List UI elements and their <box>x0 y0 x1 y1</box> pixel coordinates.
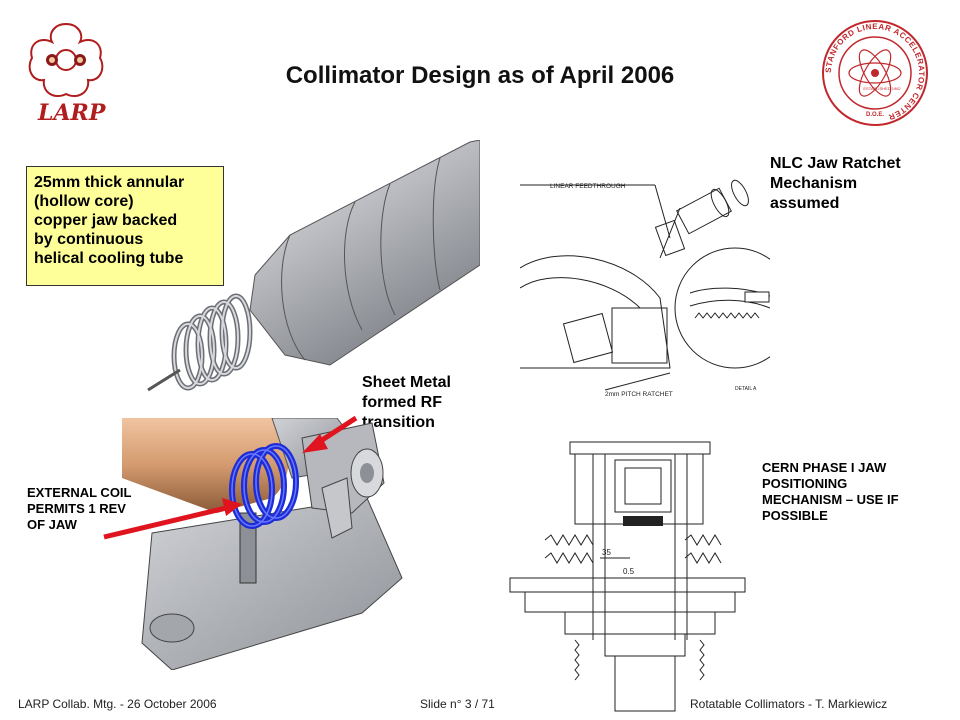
sheet-metal-line: formed RF <box>362 394 442 411</box>
cern-label-line: POSITIONING <box>762 476 848 491</box>
linear-feedthrough-label: LINEAR FEEDTHROUGH <box>550 183 626 190</box>
jaw-description-callout: 25mm thick annular (hollow core) copper … <box>26 166 224 286</box>
callout-line: (hollow core) <box>34 193 134 210</box>
external-coil-render <box>122 417 412 671</box>
slide-title: Collimator Design as of April 2006 <box>285 62 675 89</box>
nlc-label-line: Mechanism <box>770 175 858 192</box>
footer-right: Rotatable Collimators - T. Markiewicz <box>690 697 888 711</box>
external-coil-line: EXTERNAL COIL <box>27 485 132 500</box>
nlc-ratchet-drawing: LINEAR FEEDTHROUGH 2mm PITCH RATCHET DET… <box>519 168 796 403</box>
nlc-ratchet-label: NLC Jaw Ratchet Mechanism assumed <box>770 154 901 214</box>
callout-line: by continuous <box>34 231 144 248</box>
sheet-metal-line: Sheet Metal <box>362 374 451 391</box>
slac-logo: STANFORD LINEAR ACCELERATOR CENTER D.O.E… <box>820 18 930 133</box>
callout-line: copper jaw backed <box>34 212 178 229</box>
external-coil-line: PERMITS 1 REV <box>27 501 126 516</box>
callout-line: 25mm thick annular <box>34 174 185 191</box>
larp-logo-text: LARP <box>38 100 106 126</box>
dim-05-label: 0.5 <box>623 567 635 576</box>
nlc-label-line: NLC Jaw Ratchet <box>770 155 901 172</box>
larp-logo-icon <box>28 22 104 98</box>
slac-established-text: ESTABLISHED 1962 <box>863 86 901 91</box>
cern-label-line: MECHANISM – USE IF <box>762 492 899 507</box>
pitch-ratchet-label: 2mm PITCH RATCHET <box>605 391 673 398</box>
footer-left: LARP Collab. Mtg. - 26 October 2006 <box>18 697 217 711</box>
slac-doe-text: D.O.E. <box>866 112 884 118</box>
nlc-label-line: assumed <box>770 195 840 212</box>
footer-center: Slide n° 3 / 71 <box>420 697 495 711</box>
callout-line: helical cooling tube <box>34 250 184 267</box>
collimator-jaw-render <box>140 139 481 405</box>
larp-logo <box>26 20 106 107</box>
cern-mechanism-label: CERN PHASE I JAW POSITIONING MECHANISM –… <box>762 460 899 524</box>
external-coil-label: EXTERNAL COIL PERMITS 1 REV OF JAW <box>27 485 132 533</box>
dim-35-label: 35 <box>602 548 611 557</box>
sheet-metal-line: transition <box>362 414 435 431</box>
slac-logo-icon: STANFORD LINEAR ACCELERATOR CENTER D.O.E… <box>822 20 928 126</box>
cern-label-line: CERN PHASE I JAW <box>762 460 887 475</box>
detail-a-label: DETAIL A <box>735 386 757 392</box>
sheet-metal-label: Sheet Metal formed RF transition <box>362 373 451 433</box>
cern-mechanism-drawing: 35 0.5 <box>505 440 755 715</box>
cern-label-line: POSSIBLE <box>762 508 828 523</box>
external-coil-line: OF JAW <box>27 517 77 532</box>
